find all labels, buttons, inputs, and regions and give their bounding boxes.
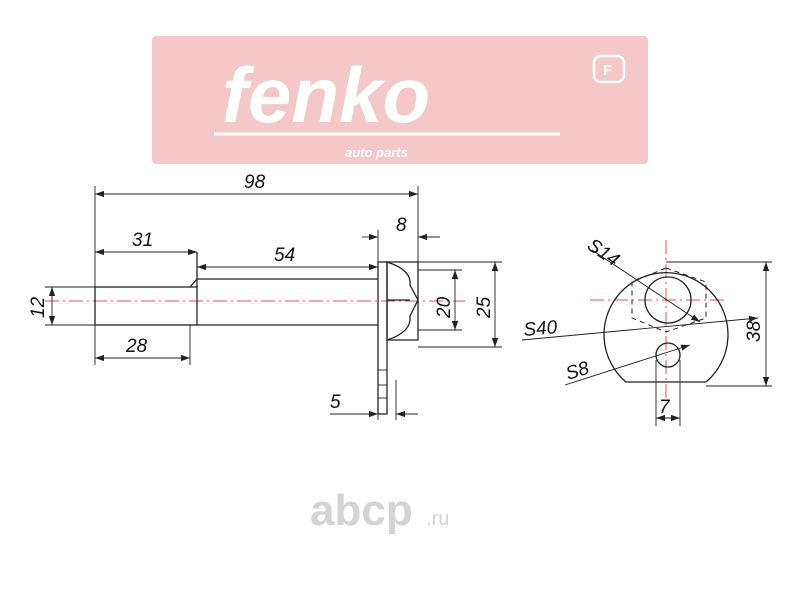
dim-s40-label: S40 [523, 317, 559, 341]
hex-nut [386, 261, 419, 341]
logo-wordmark: fenko [222, 51, 430, 139]
dim-38-label: 38 [744, 320, 765, 342]
end-hex-hidden [631, 267, 707, 333]
end-slot [655, 342, 681, 368]
watermark-suffix: .ru [426, 508, 449, 530]
side-view: 98 31 54 8 12 28 20 25 [28, 172, 502, 420]
flange [377, 261, 388, 415]
end-view: S14 S40 S8 38 7 [521, 235, 772, 426]
dim-54-label: 54 [274, 245, 295, 266]
watermark-text: abcp [310, 486, 413, 535]
hex-nut-chamfer-top [386, 261, 419, 301]
leader-s14 [591, 249, 701, 323]
dim-s8-label: S8 [563, 358, 592, 385]
logo-tagline: auto parts [345, 145, 408, 160]
dim-98-label: 98 [244, 172, 266, 193]
dim-28-label: 28 [125, 336, 148, 357]
dim-5-label: 5 [330, 392, 341, 413]
leader-s40 [521, 315, 759, 341]
leader-s8 [564, 344, 691, 386]
dim-31-label: 31 [132, 230, 153, 251]
end-outer-disc [603, 272, 729, 383]
shank-body [94, 286, 198, 326]
brand-logo: fenko auto parts F [152, 36, 648, 164]
shank-step [189, 278, 198, 288]
dim-20-label: 20 [434, 296, 455, 319]
dim-s14-label: S14 [583, 235, 623, 271]
logo-badge-frame [592, 54, 626, 84]
end-bore [644, 276, 692, 324]
watermark: abcp .ru [310, 486, 449, 535]
hex-nut-chamfer-bot [386, 299, 419, 341]
dim-12-label: 12 [28, 296, 49, 318]
dim-8-label: 8 [396, 215, 407, 236]
logo-badge-letter: F [603, 62, 612, 79]
dim-25-label: 25 [474, 296, 495, 319]
dim-7-label: 7 [659, 397, 671, 418]
logo-background [152, 36, 648, 164]
